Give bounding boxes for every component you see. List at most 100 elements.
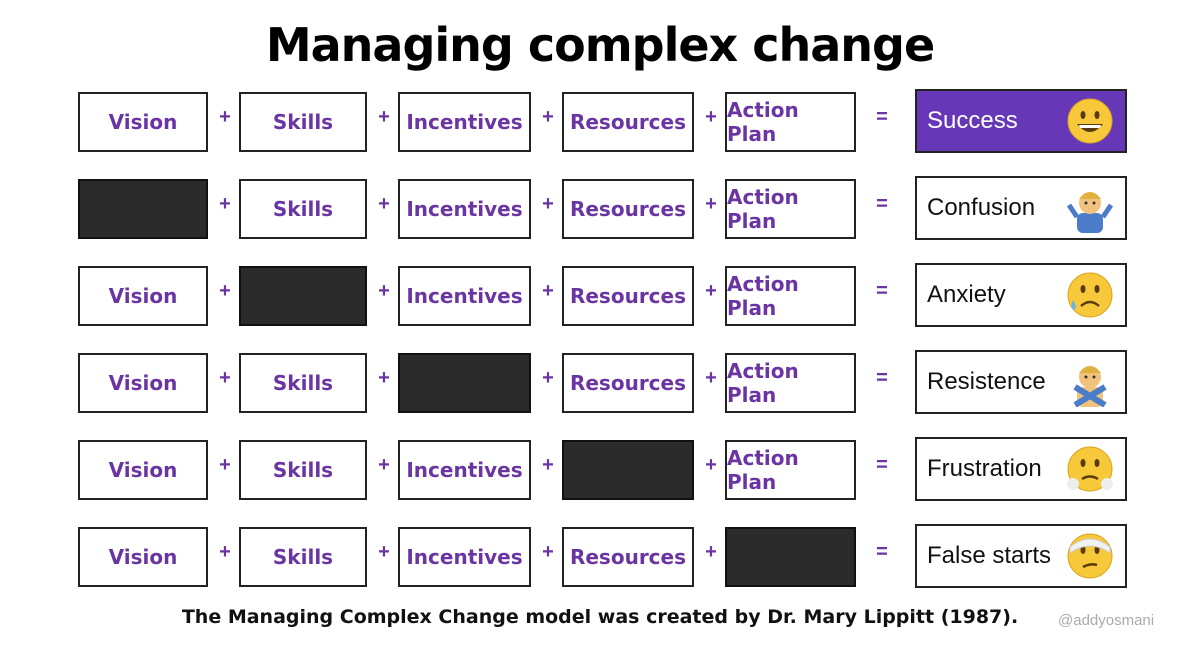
outcome-box: Anxiety: [915, 263, 1127, 327]
factor-label: Resources: [569, 197, 687, 221]
factor-box: Vision: [78, 527, 208, 587]
plus-operator: +: [705, 454, 717, 476]
plus-operator: +: [219, 454, 231, 476]
factor-box: Vision: [78, 266, 208, 326]
factor-label: Action Plan: [727, 446, 799, 494]
plus-operator: +: [378, 541, 390, 563]
factor-box: Action Plan: [725, 179, 856, 239]
factor-box: Action Plan: [725, 353, 856, 413]
factor-box: Skills: [239, 527, 367, 587]
person-shrugging-icon: [1065, 183, 1115, 233]
factor-box: Action Plan: [725, 440, 856, 500]
plus-operator: +: [219, 280, 231, 302]
factor-label: Incentives: [406, 458, 523, 482]
plus-operator: +: [705, 193, 717, 215]
factor-label: Incentives: [406, 284, 523, 308]
outcome-label: Frustration: [927, 455, 1042, 482]
factor-box: Action Plan: [725, 92, 856, 152]
plus-operator: +: [378, 367, 390, 389]
outcome-label: Resistence: [927, 368, 1046, 395]
factor-box: Incentives: [398, 179, 531, 239]
factor-box: Resources: [562, 527, 694, 587]
plus-operator: +: [705, 280, 717, 302]
factor-label: Vision: [108, 110, 178, 134]
plus-operator: +: [378, 280, 390, 302]
outcome-box: Success: [915, 89, 1127, 153]
factor-label: Skills: [272, 545, 334, 569]
equation-row: +Skills+Incentives+Resources+Action Plan…: [0, 176, 1200, 240]
sad-sweat-face-icon: [1065, 270, 1115, 320]
factor-label: Vision: [108, 371, 178, 395]
outcome-label: Confusion: [927, 194, 1036, 221]
factor-label: Skills: [272, 110, 334, 134]
factor-box: Vision: [78, 353, 208, 413]
factor-label: Incentives: [406, 545, 523, 569]
plus-operator: +: [705, 541, 717, 563]
missing-factor-box: [562, 440, 694, 500]
plus-operator: +: [542, 541, 554, 563]
factor-box: Incentives: [398, 92, 531, 152]
face-with-head-bandage-icon: [1065, 531, 1115, 581]
missing-factor-box: [239, 266, 367, 326]
factor-box: Resources: [562, 179, 694, 239]
factor-label: Skills: [272, 371, 334, 395]
missing-factor-box: [78, 179, 208, 239]
equals-operator: =: [876, 280, 888, 302]
equation-row: Vision++Incentives+Resources+Action Plan…: [0, 263, 1200, 327]
factor-box: Incentives: [398, 266, 531, 326]
factor-box: Skills: [239, 92, 367, 152]
factor-box: Resources: [562, 353, 694, 413]
grinning-face-icon: [1065, 96, 1115, 146]
outcome-label: False starts: [927, 542, 1052, 569]
factor-label: Skills: [272, 458, 334, 482]
missing-factor-box: [725, 527, 856, 587]
factor-box: Action Plan: [725, 266, 856, 326]
factor-label: Action Plan: [727, 272, 799, 320]
factor-label: Vision: [108, 284, 178, 308]
factor-box: Resources: [562, 92, 694, 152]
factor-label: Resources: [569, 284, 687, 308]
factor-box: Skills: [239, 179, 367, 239]
outcome-box: Confusion: [915, 176, 1127, 240]
factor-label: Action Plan: [727, 98, 799, 146]
equation-row: Vision + Skills + Incentives + Resources + Actio…: [0, 89, 1200, 153]
outcome-label: Success: [927, 107, 1018, 134]
author-handle: @addyosmani: [1058, 612, 1155, 629]
equals-operator: =: [876, 367, 888, 389]
plus-operator: +: [219, 193, 231, 215]
factor-label: Resources: [569, 371, 687, 395]
plus-operator: +: [542, 193, 554, 215]
factor-label: Skills: [272, 197, 334, 221]
factor-label: Resources: [569, 545, 687, 569]
plus-operator: +: [378, 454, 390, 476]
plus-operator: +: [542, 367, 554, 389]
outcome-box: False starts: [915, 524, 1127, 588]
plus-operator: +: [219, 106, 231, 128]
factor-box: Incentives: [398, 527, 531, 587]
footer-caption: The Managing Complex Change model was cr…: [181, 606, 1019, 628]
equals-operator: =: [876, 106, 888, 128]
factor-label: Vision: [108, 458, 178, 482]
equals-operator: =: [876, 454, 888, 476]
person-gesturing-no-icon: [1065, 357, 1115, 408]
plus-operator: +: [705, 106, 717, 128]
plus-operator: +: [219, 541, 231, 563]
equals-operator: =: [876, 193, 888, 215]
factor-label: Incentives: [406, 197, 523, 221]
plus-operator: +: [542, 454, 554, 476]
plus-operator: +: [219, 367, 231, 389]
equation-row: Vision+Skills++Resources+Action Plan=Res…: [0, 350, 1200, 414]
factor-label: Action Plan: [727, 359, 799, 407]
factor-box: Resources: [562, 266, 694, 326]
factor-box: Skills: [239, 353, 367, 413]
outcome-label: Anxiety: [927, 281, 1006, 308]
factor-box: Vision: [78, 92, 208, 152]
factor-label: Incentives: [406, 110, 523, 134]
factor-box: Vision: [78, 440, 208, 500]
equation-row: Vision+Skills+Incentives+Resources+=Fals…: [0, 524, 1200, 588]
equation-row: Vision + Skills + Incentives + + Action Plan = Fr…: [0, 437, 1200, 501]
plus-operator: +: [378, 106, 390, 128]
factor-box: Skills: [239, 440, 367, 500]
factor-label: Action Plan: [727, 185, 799, 233]
plus-operator: +: [542, 106, 554, 128]
